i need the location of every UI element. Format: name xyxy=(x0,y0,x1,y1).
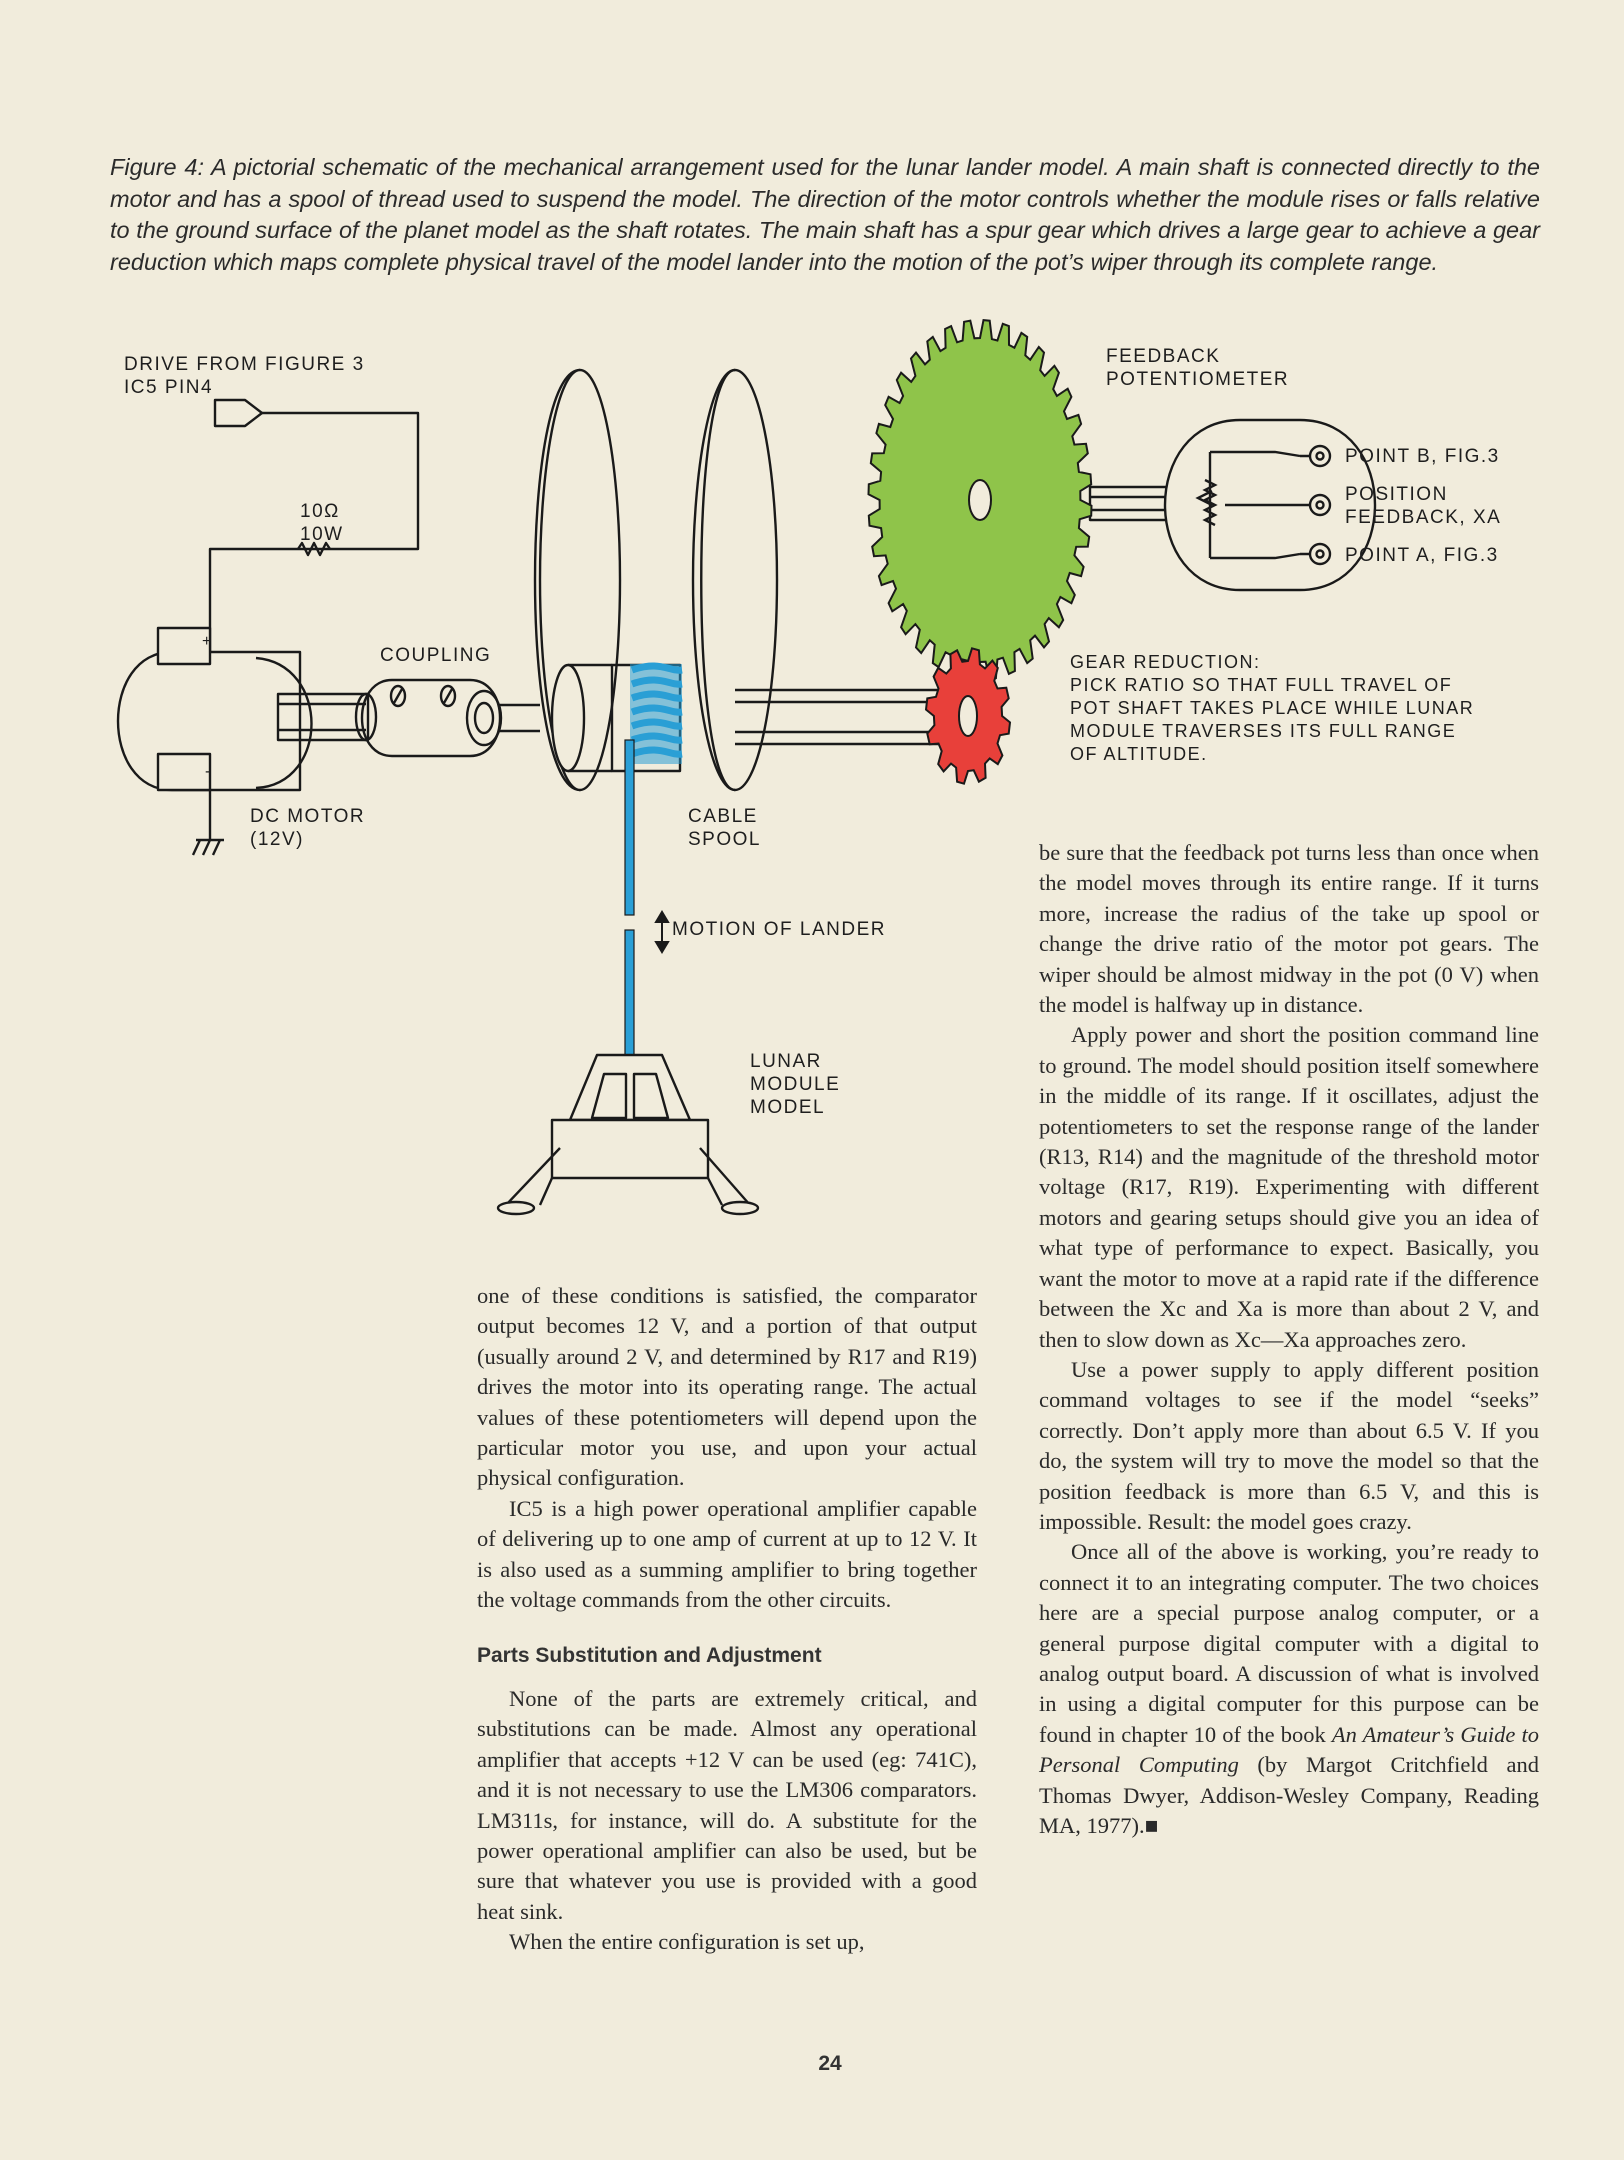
label-resistor-value: 10Ω xyxy=(300,501,340,522)
book-title: An Amateur’s Guide to Personal Computing xyxy=(1039,1721,1539,1778)
label-drive-from: DRIVE FROM FIGURE 3 IC5 PIN4 xyxy=(124,353,365,399)
coupling-screw xyxy=(389,684,407,708)
label-gear-line5: OF ALTITUDE. xyxy=(1070,744,1208,764)
label-gear-line4: MODULE TRAVERSES ITS FULL RANGE xyxy=(1070,721,1457,741)
right-paragraph-3: Use a power supply to apply different po… xyxy=(1039,1356,1539,1534)
lunar-module-model xyxy=(496,1053,760,1216)
label-point-a: POINT A, FIG.3 xyxy=(1345,545,1499,566)
lunar-module-descent-stage xyxy=(550,1118,710,1180)
label-gear-line1: GEAR REDUCTION: xyxy=(1070,652,1261,672)
label-gear-line2: PICK RATIO SO THAT FULL TRAVEL OF xyxy=(1070,675,1453,695)
left-paragraph-2: IC5 is a high power operational amplifie… xyxy=(477,1495,977,1613)
lunar-module-legs xyxy=(505,1147,751,1206)
cable xyxy=(624,739,635,916)
label-motion-of-lander: MOTION OF LANDER xyxy=(672,919,887,940)
label-minus-terminal: - xyxy=(205,763,212,780)
motor-shaft xyxy=(276,692,370,742)
caption-text: A pictorial schematic of the mechanical … xyxy=(110,154,1540,275)
left-paragraph-3: None of the parts are extremely critical… xyxy=(477,1685,977,1924)
footpad xyxy=(496,1200,536,1216)
label-dc-motor-line1: DC MOTOR xyxy=(250,806,366,827)
motor-terminal-minus xyxy=(156,752,212,792)
pot-terminal-b xyxy=(1308,444,1332,468)
left-paragraph-4: When the entire configuration is set up, xyxy=(509,1929,865,1955)
right-paragraph-2: Apply power and short the position comma… xyxy=(1039,1022,1539,1352)
right-paragraph-4-end: (by Margot Critchfield and Thomas Dwyer,… xyxy=(1039,1752,1539,1838)
pot-terminal-a xyxy=(1308,542,1332,566)
lunar-module-cabin xyxy=(568,1053,692,1122)
smallgear-hub xyxy=(958,695,978,737)
pot-wiper-track xyxy=(1210,450,1301,560)
spool-input-shaft xyxy=(498,703,540,733)
spool-right-flange-face xyxy=(691,368,779,792)
right-column: be sure that the feedback pot turns less… xyxy=(1039,838,1539,1841)
cable-spool-fill xyxy=(630,664,682,764)
large-feedback-gear xyxy=(867,319,1093,681)
figure-caption: Figure 4: A pictorial schematic of the m… xyxy=(110,152,1540,278)
footpad xyxy=(720,1200,760,1216)
label-position-line1: POSITION xyxy=(1345,484,1448,505)
pot-terminal-wiper xyxy=(1308,493,1332,517)
label-cable-spool: CABLE SPOOL xyxy=(688,805,761,851)
small-spur-gear xyxy=(924,647,1012,785)
label-feedback-line2: POTENTIOMETER xyxy=(1106,369,1290,390)
label-position-line2: FEEDBACK, Xa xyxy=(1345,507,1502,528)
label-plus-terminal: + xyxy=(202,633,213,650)
label-drive-from-line1: DRIVE FROM FIGURE 3 xyxy=(124,354,365,375)
label-point-b: POINT B, FIG.3 xyxy=(1345,446,1500,467)
label-cable-spool-line2: SPOOL xyxy=(688,829,761,850)
label-dc-motor: DC MOTOR (12V) xyxy=(250,805,365,851)
right-paragraph-4: Once all of the above is working, you’re… xyxy=(1039,1537,1539,1841)
label-lunar-line2: MODULE xyxy=(750,1074,841,1095)
figure-label: Figure 4: xyxy=(110,154,205,180)
label-resistor-power: 10W xyxy=(300,524,344,545)
input-wire xyxy=(208,411,420,652)
label-drive-from-line2: IC5 PIN4 xyxy=(124,377,214,398)
left-column: one of these conditions is satisfied, th… xyxy=(477,1281,977,1958)
label-resistor: 10Ω 10W xyxy=(300,500,344,546)
label-feedback-line1: FEEDBACK xyxy=(1106,346,1221,367)
coupling-screw xyxy=(439,684,457,708)
resistor-symbol xyxy=(297,541,331,557)
page-number: 24 xyxy=(818,2052,842,2075)
right-paragraph-4-start: Once all of the above is working, you’re… xyxy=(1039,1539,1539,1747)
coupling-bore xyxy=(465,689,503,747)
pot-wiper xyxy=(1195,489,1300,507)
motor-endcap xyxy=(255,656,313,790)
label-cable-spool-line1: CABLE xyxy=(688,806,758,827)
label-feedback-pot: FEEDBACK POTENTIOMETER xyxy=(1106,345,1289,391)
ground-symbol xyxy=(191,790,224,856)
coupling-body xyxy=(360,678,502,758)
end-mark: ■ xyxy=(1144,1813,1159,1838)
cable-lower xyxy=(624,929,635,1076)
right-paragraph-1: be sure that the feedback pot turns less… xyxy=(1039,840,1539,1018)
label-gear-reduction: GEAR REDUCTION: PICK RATIO SO THAT FULL … xyxy=(1070,651,1474,766)
label-position-feedback: POSITION FEEDBACK, Xa xyxy=(1345,483,1501,529)
label-dc-motor-line2: (12V) xyxy=(250,829,304,850)
label-coupling: COUPLING xyxy=(380,645,492,666)
section-heading: Parts Substitution and Adjustment xyxy=(477,1644,822,1668)
label-gear-line3: POT SHAFT TAKES PLACE WHILE LUNAR xyxy=(1070,698,1475,718)
biggear-hub xyxy=(968,479,992,521)
label-lunar-line3: MODEL xyxy=(750,1097,826,1118)
label-lunar-line1: LUNAR xyxy=(750,1051,822,1072)
motion-arrow xyxy=(654,910,670,954)
label-lunar-module: LUNAR MODULE MODEL xyxy=(750,1050,840,1119)
motor-terminal-plus xyxy=(156,626,212,666)
input-connector xyxy=(213,398,264,428)
feedback-potentiometer xyxy=(1163,418,1377,592)
left-paragraph-1: one of these conditions is satisfied, th… xyxy=(477,1283,977,1491)
